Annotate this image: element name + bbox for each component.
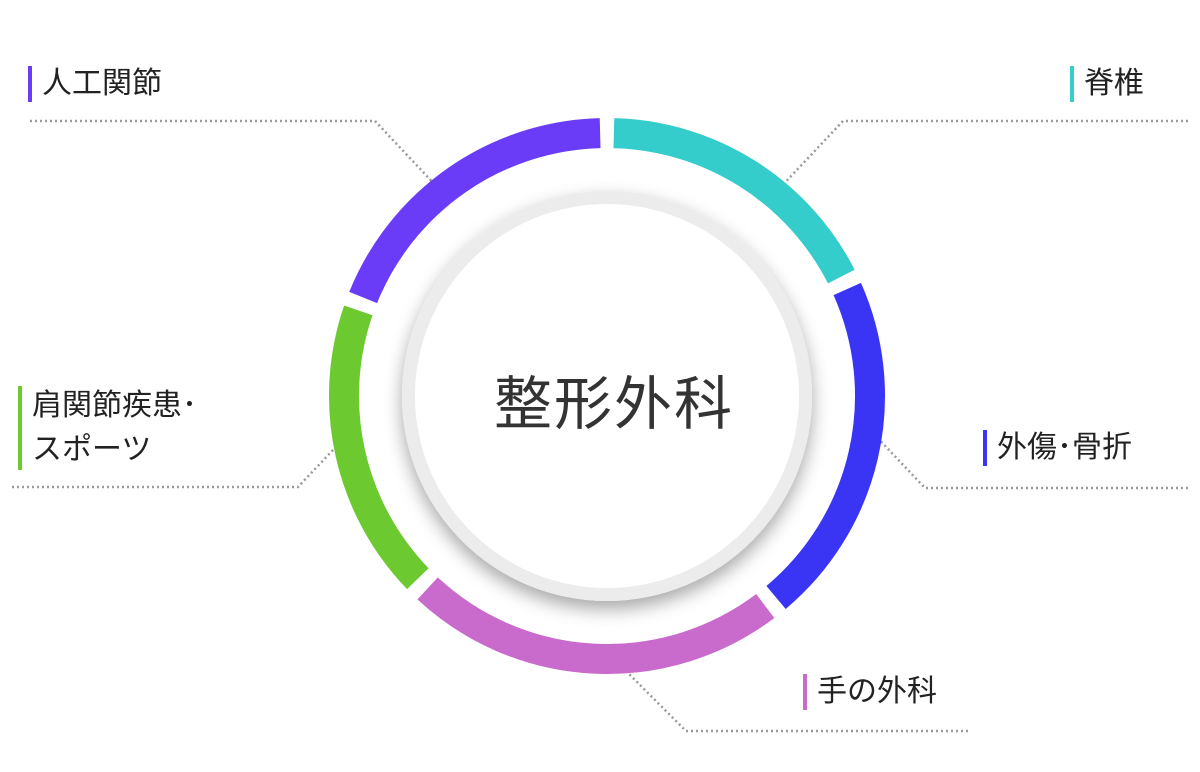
label-text: 脊椎: [1084, 66, 1144, 101]
label-text: 手の外科: [817, 674, 937, 709]
label-hand-surgery[interactable]: 手の外科: [803, 672, 937, 712]
ring-segments: [329, 118, 885, 674]
ring-segment-spine[interactable]: [613, 118, 855, 284]
label-artificial-joint[interactable]: 人工関節: [28, 64, 162, 104]
center-circle: 整形外科: [402, 191, 812, 601]
ring-segment-hand-surgery[interactable]: [417, 577, 775, 674]
leader-line-artificial-joint: [30, 119, 441, 191]
label-spine[interactable]: 脊椎: [1070, 64, 1144, 104]
label-accent-bar: [18, 386, 22, 470]
leader-line-hand-surgery: [614, 659, 968, 733]
leader-line-shoulder-sports: [12, 431, 351, 489]
center-circle-inner: [415, 204, 799, 588]
label-accent-bar: [1070, 66, 1074, 102]
leader-lines: [12, 119, 1188, 733]
leader-line-spine: [777, 119, 1188, 191]
label-text: 人工関節: [42, 66, 162, 101]
ring-segment-shoulder-sports[interactable]: [329, 305, 429, 590]
label-accent-bar: [803, 674, 807, 710]
leader-line-trauma-fracture: [869, 429, 1188, 490]
ring-segment-trauma-fracture[interactable]: [766, 282, 885, 609]
label-accent-bar: [28, 66, 32, 102]
label-trauma-fracture[interactable]: 外傷･骨折: [983, 428, 1132, 468]
label-shoulder-sports[interactable]: 肩関節疾患･ スポーツ: [18, 384, 197, 472]
center-title: 整形外科: [494, 370, 734, 438]
ring-segment-artificial-joint[interactable]: [349, 118, 601, 304]
label-accent-bar: [983, 430, 987, 466]
label-text: 肩関節疾患･: [32, 388, 197, 423]
label-text: スポーツ: [32, 432, 152, 467]
label-text: 外傷･骨折: [997, 430, 1132, 465]
